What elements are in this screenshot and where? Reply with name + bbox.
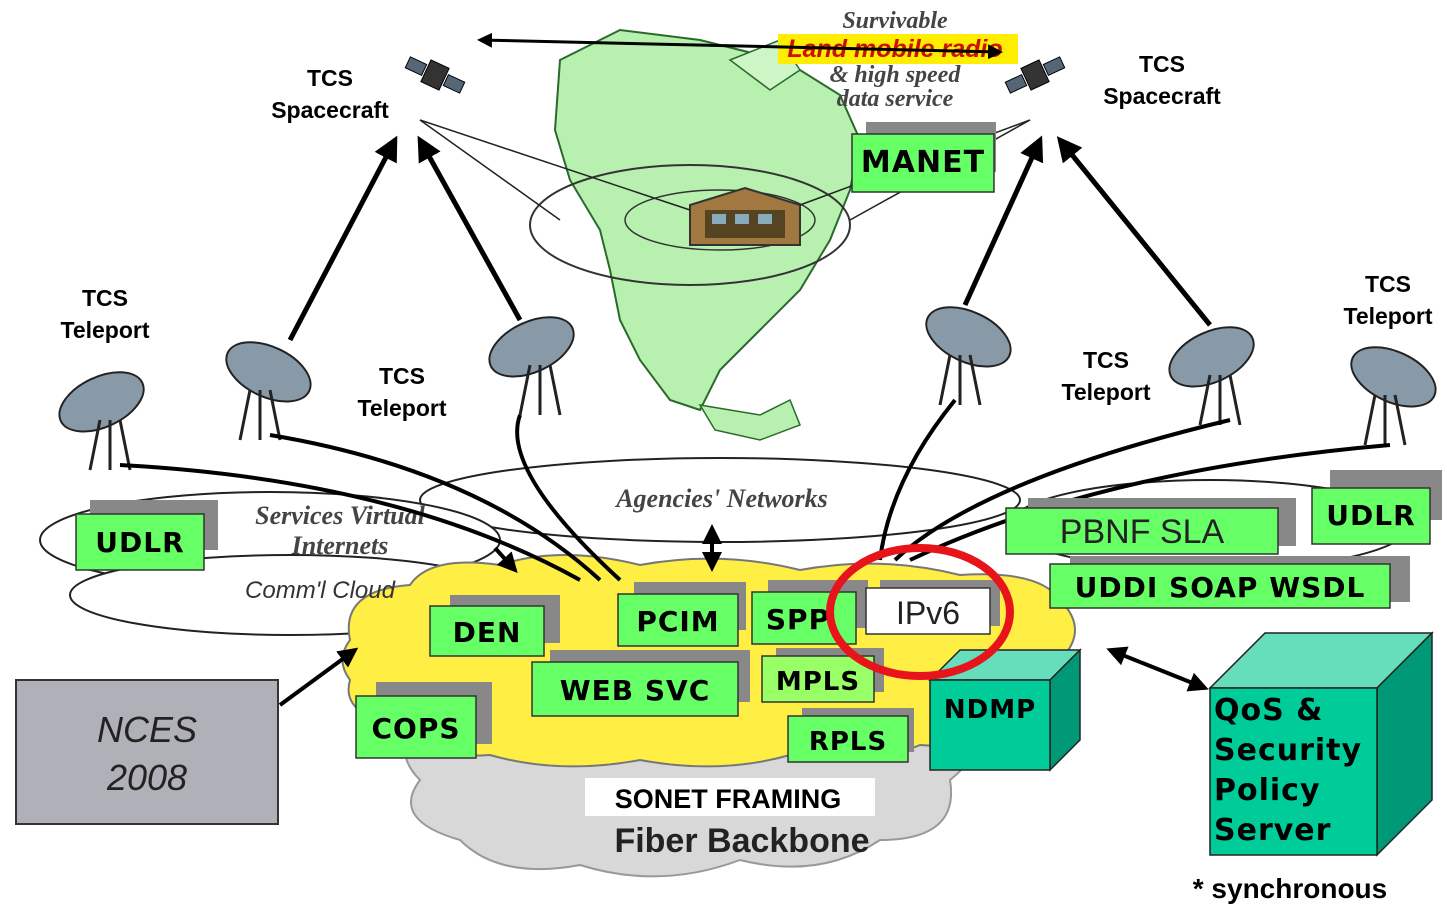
teleport-cables: [119, 398, 1391, 582]
dish-center-right-icon: [925, 306, 1012, 406]
web-svc-box: WEB SVC: [531, 650, 750, 717]
udlr-right-label: UDLR: [1326, 499, 1415, 532]
cops-box: COPS: [355, 682, 492, 759]
comml-cloud-label: Comm'l Cloud: [245, 577, 396, 604]
uddi-box: UDDI SOAP WSDL: [1049, 556, 1410, 609]
dish-center-left-icon: [488, 316, 575, 416]
data-service-text: data service: [837, 86, 954, 112]
synchronous-note: * synchronous: [1193, 873, 1387, 904]
mpls-box: MPLS: [761, 648, 884, 703]
dish-mid-right-icon: [1168, 326, 1255, 426]
udlr-left-label: UDLR: [95, 526, 184, 559]
sonet-label: SONET FRAMING: [615, 784, 842, 814]
teleport-mid-right-line1: TCS: [1083, 347, 1129, 373]
mpls-label: MPLS: [776, 667, 860, 697]
nces-box: NCES 2008: [15, 679, 279, 825]
services-virtual-label: Services Virtual: [255, 501, 426, 530]
dish-mid-left-icon: [225, 341, 312, 441]
dish-far-left-icon: [58, 371, 145, 471]
fiber-backbone-label: Fiber Backbone: [614, 822, 869, 860]
uplink-arrows: [287, 32, 1212, 342]
manet-label: MANET: [861, 145, 985, 180]
pbnf-sla-label: PBNF SLA: [1060, 513, 1225, 551]
ndmp-cube: NDMP: [928, 648, 1082, 772]
satellite-right-icon: [1004, 56, 1066, 94]
web-svc-label: WEB SVC: [560, 674, 711, 707]
ipv6-label: IPv6: [896, 595, 960, 631]
high-speed-text: & high speed: [830, 62, 962, 88]
teleport-far-right-line2: Teleport: [1343, 303, 1432, 329]
qos-line-3: Policy: [1214, 773, 1321, 808]
manet-box: MANET: [851, 122, 996, 193]
rpls-box: RPLS: [787, 708, 914, 763]
uddi-label: UDDI SOAP WSDL: [1075, 571, 1366, 604]
internets-label: Internets: [291, 531, 389, 560]
spacecraft-left-line1: TCS: [307, 65, 353, 91]
dish-far-right-icon: [1350, 346, 1437, 446]
teleport-far-right-line1: TCS: [1365, 271, 1411, 297]
qos-line-2: Security: [1214, 733, 1362, 768]
pbnf-sla-box: PBNF SLA: [1005, 498, 1296, 555]
pcim-label: PCIM: [636, 605, 719, 638]
teleport-mid-right-line2: Teleport: [1061, 379, 1150, 405]
ipv6-box: IPv6: [865, 580, 1000, 635]
qos-line-1: QoS &: [1214, 693, 1323, 728]
udlr-left-box: UDLR: [75, 500, 218, 571]
satellite-left-icon: [404, 56, 466, 94]
teleport-mid-left-line1: TCS: [379, 363, 425, 389]
nces-label: NCES: [97, 709, 197, 750]
survivable-text: Survivable: [842, 8, 948, 34]
spp-box: SPP: [751, 580, 868, 645]
spacecraft-left-line2: Spacecraft: [271, 97, 389, 123]
teleport-far-left-line1: TCS: [82, 285, 128, 311]
qos-line-4: Server: [1214, 813, 1331, 848]
command-center-icon: [689, 186, 801, 246]
qos-server-cube: QoS & Security Policy Server: [1208, 631, 1434, 857]
cops-label: COPS: [371, 712, 460, 745]
teleport-far-left-line2: Teleport: [60, 317, 149, 343]
nces-year-label: 2008: [106, 757, 187, 798]
pcim-box: PCIM: [617, 582, 746, 647]
spacecraft-right-line2: Spacecraft: [1103, 83, 1221, 109]
sonet-label-bg: [585, 778, 875, 816]
agencies-networks-label: Agencies' Networks: [614, 484, 828, 513]
teleport-mid-left-line2: Teleport: [357, 395, 446, 421]
spp-label: SPP: [766, 603, 830, 636]
core-arrows: [278, 524, 1209, 707]
ndmp-label: NDMP: [944, 695, 1036, 725]
ipv6-highlight-ellipse: [826, 544, 1014, 680]
udlr-right-box: UDLR: [1311, 470, 1442, 545]
rpls-label: RPLS: [809, 727, 887, 757]
den-label: DEN: [453, 616, 522, 649]
den-box: DEN: [429, 595, 560, 657]
spacecraft-right-line1: TCS: [1139, 51, 1185, 77]
